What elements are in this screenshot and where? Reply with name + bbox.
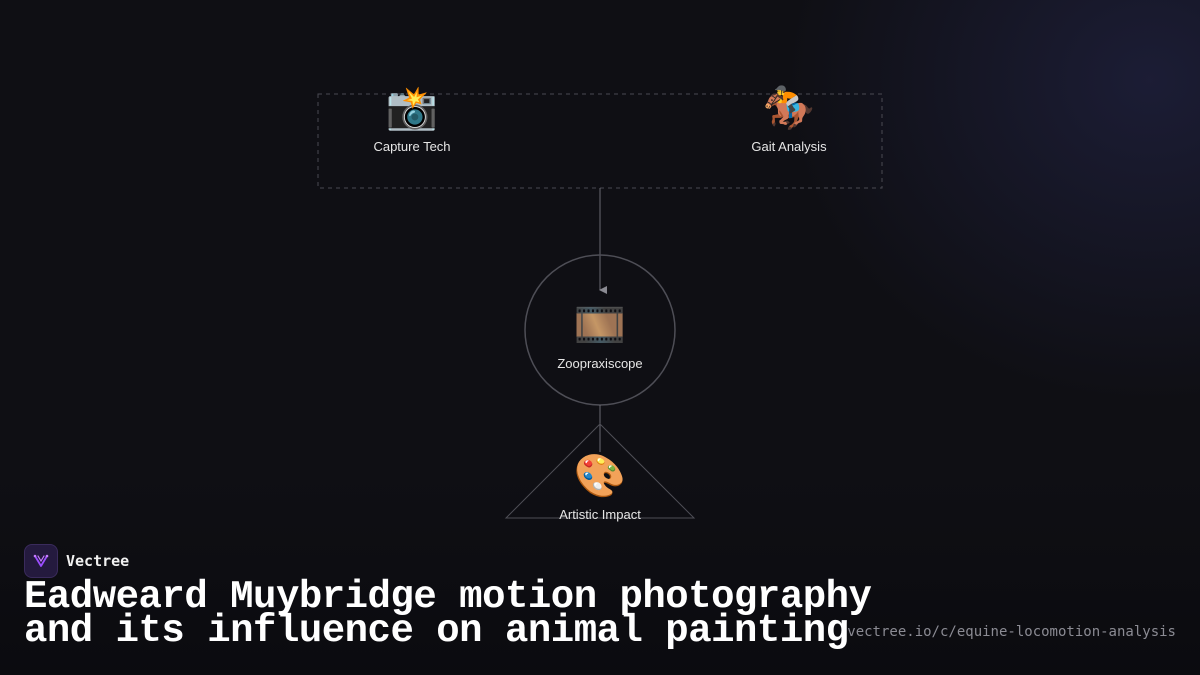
node-gait-analysis: 🏇 Gait Analysis (751, 84, 826, 154)
node-artistic-impact: 🎨 Artistic Impact (559, 452, 641, 522)
vectree-logo-icon (24, 544, 58, 578)
title-line-2: and its influence on animal painting (24, 609, 849, 653)
camera-flash-icon: 📸 (385, 84, 439, 131)
film-frames-icon: 🎞️ (573, 301, 627, 348)
node-label: Zoopraxiscope (557, 356, 643, 371)
brand[interactable]: Vectree (24, 544, 129, 578)
node-label: Capture Tech (373, 139, 451, 154)
horse-racing-icon: 🏇 (762, 84, 816, 131)
source-url[interactable]: vectree.io/c/equine-locomotion-analysis (847, 624, 1176, 640)
artistic-impact-triangle (504, 423, 696, 519)
page-title: Eadweard Muybridge motion photography an… (24, 575, 872, 653)
node-capture-tech: 📸 Capture Tech (373, 84, 450, 154)
title-line-1: Eadweard Muybridge motion photography (24, 575, 872, 619)
node-label: Gait Analysis (751, 139, 827, 154)
artist-palette-icon: 🎨 (573, 452, 627, 499)
node-zoopraxiscope: 🎞️ Zoopraxiscope (557, 301, 642, 371)
node-label: Artistic Impact (559, 507, 641, 522)
brand-name: Vectree (66, 552, 130, 570)
